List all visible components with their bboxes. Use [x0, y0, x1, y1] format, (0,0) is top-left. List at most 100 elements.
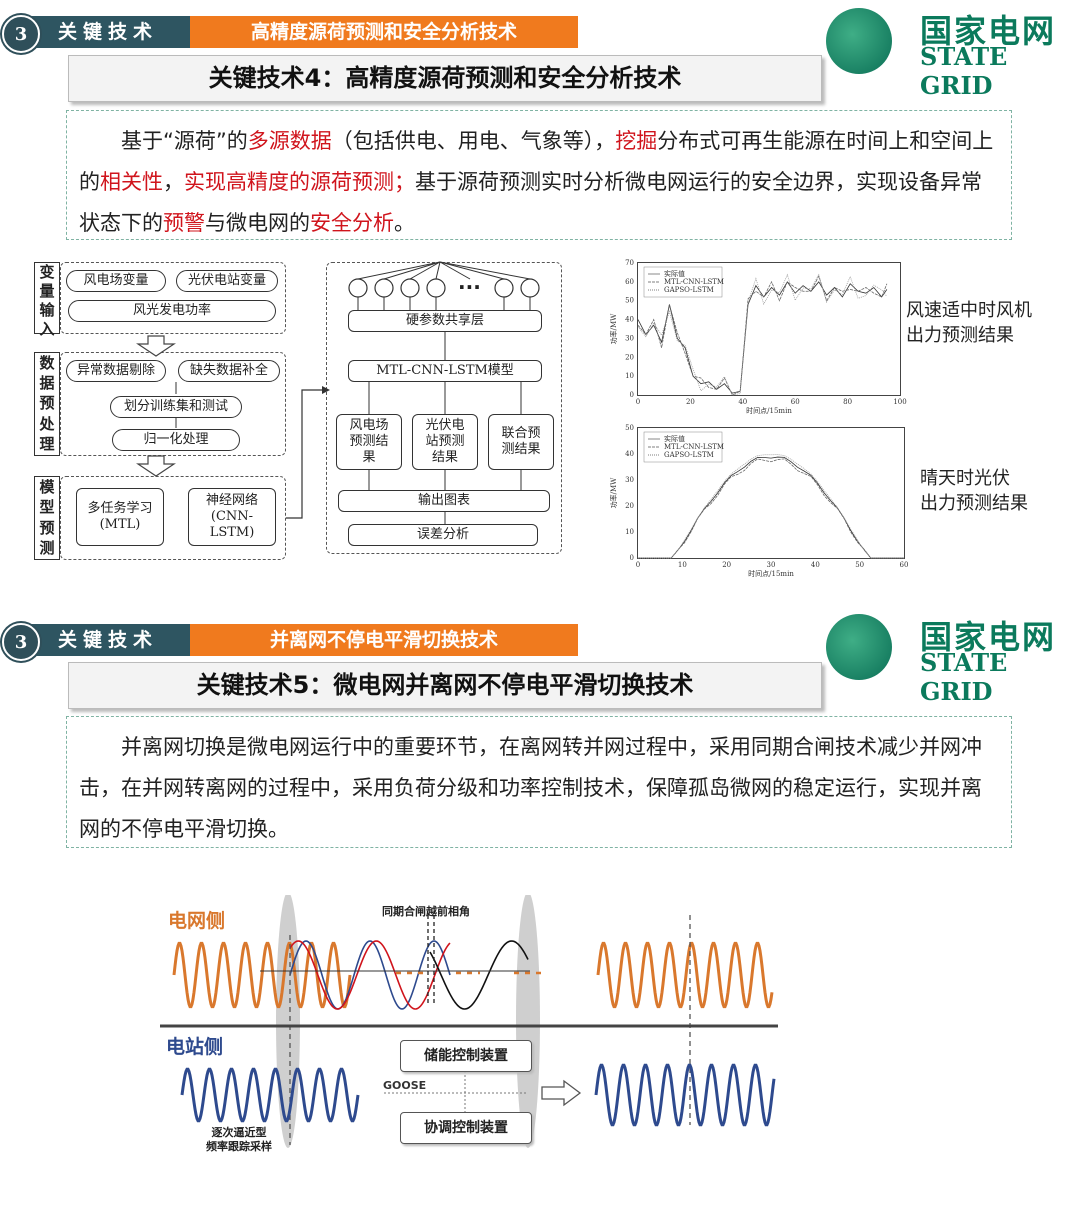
flow-cnn-lstm: 神经网络 (CNN-LSTM) [188, 488, 276, 546]
y-tick-label: 30 [625, 476, 634, 484]
x-axis-label: 时间点/15min [746, 406, 792, 415]
x-tick-label: 40 [738, 398, 747, 406]
side-char: 变 [39, 263, 55, 281]
side-char: 测 [39, 538, 55, 557]
x-tick-label: 0 [636, 561, 640, 569]
input-nodes-ellipsis: ··· [458, 275, 481, 299]
frequency-tracking-label: 逐次逼近型 频率跟踪采样 [206, 1126, 272, 1153]
logo-en-text: STATE GRID [920, 648, 1008, 706]
x-tick-label: 60 [791, 398, 800, 406]
side-char: 量 [39, 282, 55, 300]
station-side-label: 电站侧 [166, 1036, 224, 1058]
side-char: 模 [39, 478, 55, 497]
description-segment: 基于源荷预测实时分析微电网运行的安全边界，实现设备异常状态下的 [79, 170, 982, 235]
description-segment: ， [163, 170, 184, 194]
section1-key-label: 关键技术 [58, 21, 159, 43]
flow-side-input: 变量输入 [34, 262, 60, 338]
flow-error-analysis: 误差分析 [348, 524, 538, 546]
y-tick-label: 50 [625, 297, 634, 305]
description-segment: 相关性 [100, 170, 163, 194]
flow-side-model: 模型预测 [34, 476, 60, 560]
y-tick-label: 0 [630, 554, 634, 562]
flowchart-connectors: ··· [136, 261, 540, 524]
flow-mtl: 多任务学习 (MTL) [76, 488, 164, 546]
description-segment: 实现高精度的源荷预测； [184, 170, 415, 194]
side-char: 预 [39, 518, 55, 537]
advance-angle-label: 同期合闸越前相角 [382, 905, 470, 918]
legend-entry: MTL-CNN-LSTM [664, 443, 724, 451]
wind-mtl-series [637, 275, 888, 396]
flow-normalize: 归一化处理 [112, 429, 240, 451]
grid-side-label: 电网侧 [168, 910, 226, 932]
flow-joint-result: 联合预 测结果 [488, 414, 554, 470]
y-tick-label: 10 [625, 528, 634, 536]
x-tick-label: 30 [767, 561, 776, 569]
input-nodes [348, 278, 540, 298]
switching-waveform-diagram [160, 895, 778, 1148]
flow-mtl-cnn-lstm-model: MTL-CNN-LSTM模型 [348, 360, 542, 382]
x-tick-label: 10 [678, 561, 687, 569]
y-tick-label: 50 [625, 424, 634, 432]
wind-actual-series [637, 281, 888, 394]
grid-transition-wave [289, 940, 451, 1010]
description-segment: 。 [394, 211, 415, 235]
flow-pv-result: 光伏电 站预测 结果 [412, 414, 478, 470]
section1-title: 关键技术4：高精度源荷预测和安全分析技术 [68, 55, 822, 102]
pv-actual-series [638, 456, 904, 559]
x-tick-label: 20 [722, 561, 731, 569]
y-tick-label: 20 [625, 353, 634, 361]
section2-number: 3 [2, 623, 40, 661]
legend-entry: 实际值 [664, 269, 685, 278]
synced-wave [429, 940, 529, 1010]
wind-plot-caption: 风速适中时风机 出力预测结果 [906, 300, 1032, 346]
station-wave-right [594, 1063, 776, 1127]
x-tick-label: 60 [900, 561, 909, 569]
station-transition-wave [289, 940, 451, 1010]
section1-number: 3 [2, 15, 40, 53]
goose-label: GOOSE [383, 1079, 427, 1092]
flow-model-group [60, 476, 286, 560]
side-char: 型 [39, 498, 55, 517]
transition-arrow-icon [541, 1079, 582, 1107]
flow-preprocess-group [60, 352, 286, 456]
state-grid-emblem-icon [826, 8, 892, 74]
pv-plot-caption: 晴天时光伏 出力预测结果 [920, 468, 1028, 514]
y-tick-label: 40 [625, 450, 634, 458]
side-char: 理 [39, 434, 55, 453]
flow-pv-variable: 光伏电站变量 [176, 270, 278, 292]
description-segment: 与微电网的 [205, 211, 310, 235]
flow-side-preprocess: 数据预处理 [34, 352, 60, 456]
y-axis-label: 功率/MW [609, 313, 618, 345]
pv-gapso-series [638, 454, 904, 559]
legend-entry: GAPSO-LSTM [664, 451, 714, 459]
grid-wave-right [596, 941, 774, 1009]
arrow-down-1 [136, 335, 176, 357]
y-tick-label: 30 [625, 334, 634, 342]
y-tick-label: 40 [625, 316, 634, 324]
x-tick-label: 0 [636, 398, 640, 406]
description-segment: 基于“源荷”的 [121, 129, 248, 153]
description-segment: 安全分析 [310, 211, 394, 235]
section2-title: 关键技术5：微电网并离网不停电平滑切换技术 [68, 662, 822, 709]
storage-control-device: 储能控制装置 [400, 1040, 532, 1072]
section2-orange-label: 并离网不停电平滑切换技术 [190, 624, 578, 656]
y-tick-label: 70 [625, 259, 634, 267]
y-tick-label: 10 [625, 372, 634, 380]
section1-header-bar [12, 16, 190, 48]
description-segment: （包括供电、用电、气象等）， [331, 129, 616, 153]
flow-wind-result: 风电场 预测结 果 [336, 414, 402, 470]
y-tick-label: 60 [625, 278, 634, 286]
pv-mtl-series [638, 458, 904, 559]
description-segment: 多源数据 [247, 129, 332, 153]
x-tick-label: 100 [893, 398, 906, 406]
description-segment: 预警 [163, 211, 205, 235]
side-char: 据 [39, 374, 55, 393]
section1-orange-label: 高精度源荷预测和安全分析技术 [190, 16, 578, 48]
legend-entry: GAPSO-LSTM [664, 286, 714, 294]
section1-description: 基于“源荷”的多源数据（包括供电、用电、气象等），挖掘分布式可再生能源在时间上和… [66, 110, 1012, 240]
section2-key-label: 关键技术 [58, 629, 159, 651]
side-char: 入 [39, 320, 55, 338]
x-tick-label: 20 [686, 398, 695, 406]
